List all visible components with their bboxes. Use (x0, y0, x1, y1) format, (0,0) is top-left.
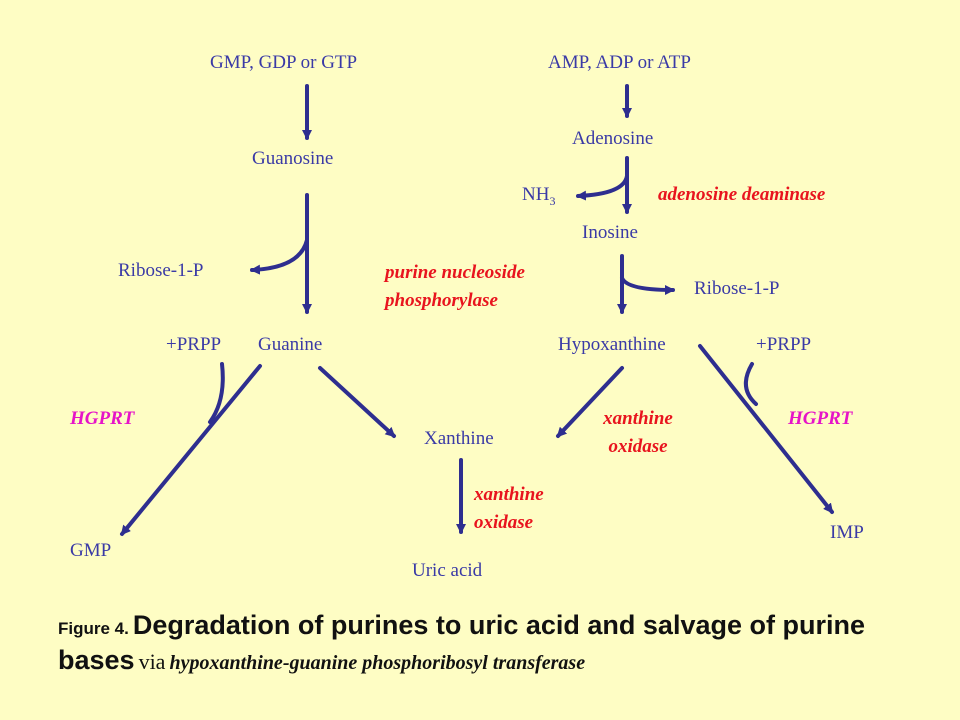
arrow-hypoxanthine-to-imp (698, 344, 834, 514)
compound-ribose-left: Ribose-1-P (118, 260, 204, 281)
nh3-base: NH (522, 184, 550, 205)
caption-figure-label: Figure 4. (58, 619, 129, 638)
enzyme-xo-center-line1: xanthine (474, 484, 544, 505)
compound-amp-adp-atp: AMP, ADP or ATP (548, 52, 691, 73)
arrow-guanine-to-xanthine (318, 366, 396, 438)
compound-xanthine: Xanthine (424, 428, 494, 449)
arrow-prpp-right (744, 362, 758, 406)
enzyme-pnp-line1: purine nucleoside (385, 262, 525, 283)
caption-title: Degradation of purines to uric acid and … (58, 610, 865, 676)
enzyme-xo-right-line2: oxidase (608, 436, 668, 457)
compound-prpp-left: +PRPP (166, 334, 222, 355)
compound-uric-acid: Uric acid (412, 560, 483, 581)
caption-enzyme-name: hypoxanthine-guanine phosphoribosyl tran… (169, 652, 586, 675)
compound-guanosine: Guanosine (252, 148, 334, 169)
nh3-subscript: 3 (549, 193, 556, 208)
figure-caption: Figure 4. Degradation of purines to uric… (58, 608, 918, 678)
enzyme-xo-right-line1: xanthine (603, 408, 673, 429)
arrow-guanine-to-gmp (120, 364, 262, 536)
compound-adenosine: Adenosine (572, 128, 654, 149)
arrow-guanosine-to-ribose (250, 238, 309, 275)
enzyme-pnp-line2: phosphorylase (385, 290, 498, 311)
compound-prpp-right: +PRPP (756, 334, 812, 355)
compound-gmp-gdp-gtp: GMP, GDP or GTP (210, 52, 358, 73)
enzyme-adenosine-deaminase: adenosine deaminase (658, 184, 826, 205)
compound-inosine: Inosine (582, 222, 638, 243)
enzyme-xo-center-line2: oxidase (474, 512, 534, 533)
arrow-prpp-left (208, 362, 225, 424)
compound-guanine: Guanine (258, 334, 323, 355)
compound-nh3: NH3 (522, 184, 555, 208)
compound-ribose-right: Ribose-1-P (694, 278, 780, 299)
compound-gmp: GMP (70, 540, 112, 561)
enzyme-hgprt-left: HGPRT (70, 408, 135, 429)
compound-hypoxanthine: Hypoxanthine (558, 334, 666, 355)
compound-imp: IMP (830, 522, 864, 543)
arrow-adenosine-to-nh3 (576, 174, 629, 201)
enzyme-hgprt-right: HGPRT (788, 408, 853, 429)
arrow-hypoxanthine-to-xanthine (556, 366, 624, 438)
caption-via: via (138, 649, 166, 675)
arrow-inosine-to-ribose (620, 276, 675, 295)
